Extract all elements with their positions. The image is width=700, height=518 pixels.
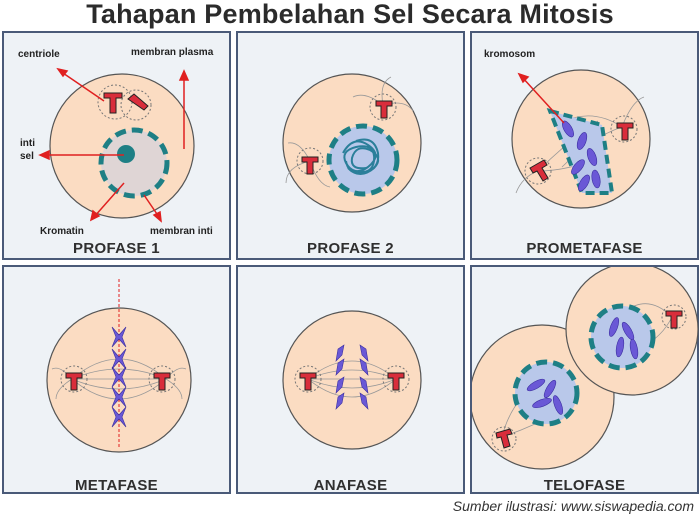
panel-metafase: METAFASE — [2, 265, 231, 494]
profase-2-illustration — [282, 73, 422, 213]
label-sel: sel — [20, 151, 34, 162]
label-kromosom: kromosom — [484, 49, 536, 60]
label-membran-inti: membran inti — [150, 226, 213, 237]
panel-label: METAFASE — [75, 477, 158, 494]
anafase-illustration — [282, 310, 422, 450]
panel-label: ANAFASE — [313, 477, 388, 494]
panel-telofase: TELOFASE — [470, 265, 699, 494]
prometafase-illustration — [511, 69, 651, 209]
page-title: Tahapan Pembelahan Sel Secara Mitosis — [86, 0, 614, 29]
metafase-illustration — [46, 279, 192, 453]
panel-label: PROFASE 2 — [307, 240, 394, 257]
source-credit: Sumber ilustrasi: www.siswapedia.com — [452, 498, 694, 514]
panel-prometafase: kromosom PROMETAFASE — [470, 31, 699, 260]
label-kromatin: Kromatin — [40, 226, 84, 237]
panel-label: PROFASE 1 — [73, 240, 160, 257]
panel-label: PROMETAFASE — [526, 240, 643, 257]
telofase-illustration — [472, 267, 699, 470]
panel-label: TELOFASE — [543, 477, 626, 494]
panel-anafase: ANAFASE — [236, 265, 465, 494]
label-membran-plasma: membran plasma — [131, 47, 214, 58]
label-centriole: centriole — [18, 49, 60, 60]
profase-1-illustration — [38, 67, 195, 223]
panel-profase-1: centriole membran plasma inti sel Kromat… — [2, 31, 231, 260]
panel-profase-2: PROFASE 2 — [236, 31, 465, 260]
label-inti: inti — [20, 138, 35, 149]
